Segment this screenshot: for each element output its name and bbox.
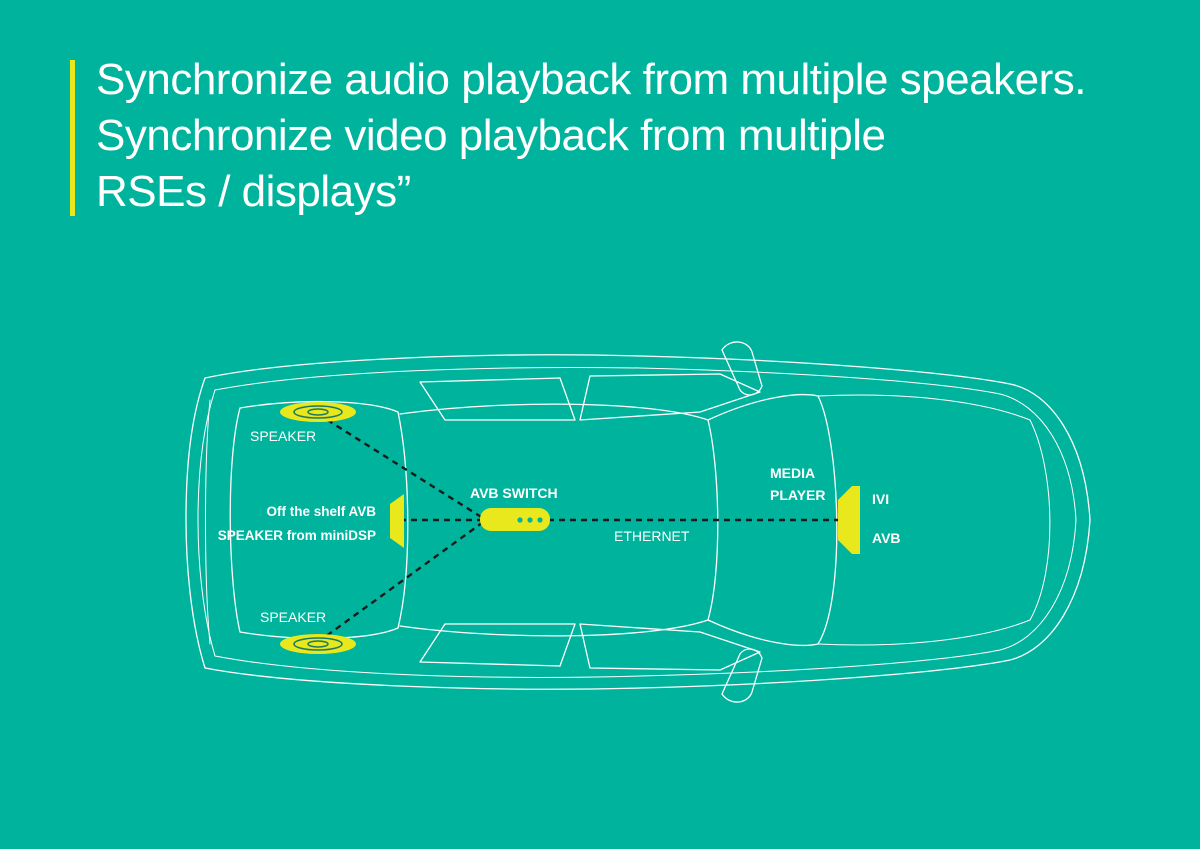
trunk-detail [205, 399, 211, 645]
side-window-front-top [579, 373, 761, 421]
label-avb-speaker-line2: SPEAKER from miniDSP [218, 528, 376, 543]
avb-switch-icon [480, 508, 550, 531]
headline-line-2: Synchronize video playback from multiple [96, 111, 886, 160]
link-switch-speaker-bottom [317, 519, 487, 643]
label-speaker-bottom: SPEAKER [260, 609, 326, 625]
hood-front [1029, 419, 1051, 621]
label-ivi: IVI [872, 491, 889, 507]
rear-window [229, 400, 409, 640]
hood-line-bottom [817, 619, 1031, 646]
label-media-player-line1: MEDIA [770, 465, 815, 481]
side-window-rear-top [419, 377, 576, 421]
label-avb: AVB [872, 530, 901, 546]
mirror-bottom [721, 648, 763, 703]
mirror-top [721, 341, 763, 396]
speaker-top-icon [280, 402, 356, 422]
link-switch-speaker-top [317, 412, 487, 522]
media-player-icon [838, 486, 860, 554]
avb-speaker-icon [390, 494, 404, 548]
headline-line-3: RSEs / displays” [96, 167, 411, 216]
hood-line-top [817, 394, 1031, 421]
label-media-player-line2: PLAYER [770, 487, 826, 503]
label-avb-speaker-line1: Off the shelf AVB [266, 504, 376, 519]
label-ethernet: ETHERNET [614, 528, 690, 544]
speaker-bottom-icon [280, 634, 356, 654]
label-speaker-top: SPEAKER [250, 428, 316, 444]
label-avb-switch: AVB SWITCH [470, 485, 558, 501]
car-body [185, 354, 1091, 690]
headline: Synchronize audio playback from multiple… [96, 52, 1176, 220]
headline-line-1: Synchronize audio playback from multiple… [96, 55, 1086, 104]
side-window-front-bottom [579, 623, 761, 671]
side-window-rear-bottom [419, 623, 576, 667]
quote-accent-bar [70, 60, 75, 216]
